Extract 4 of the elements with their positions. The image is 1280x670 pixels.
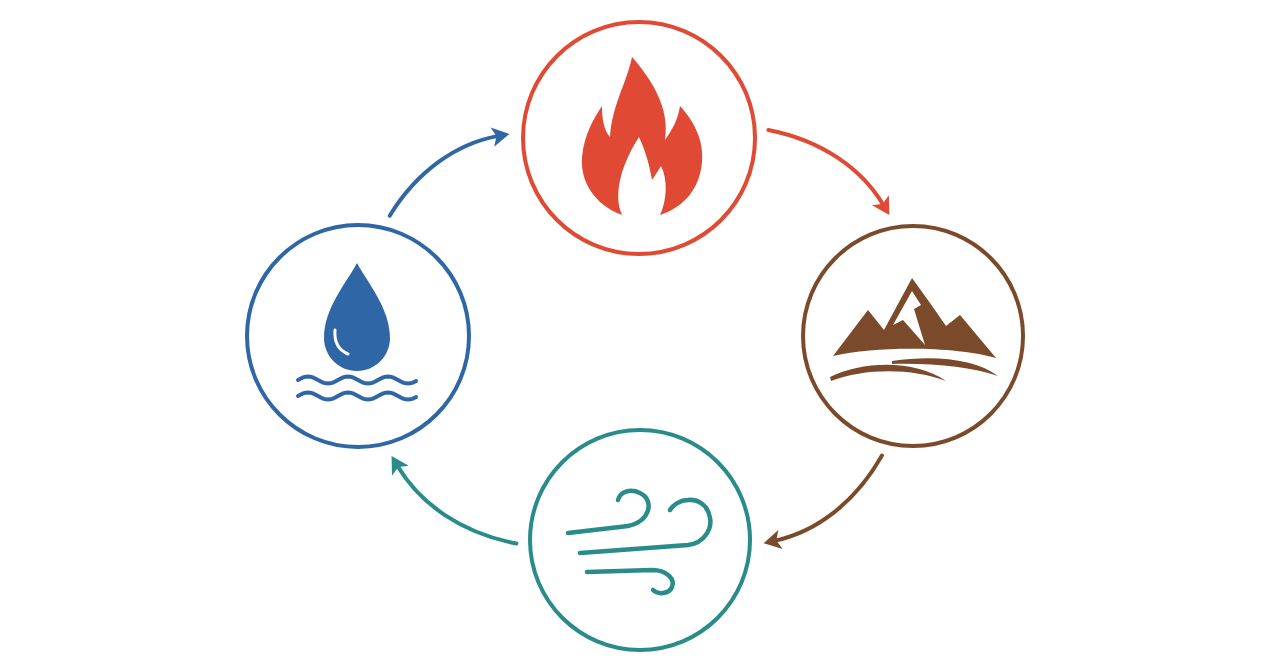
circle <box>245 223 471 449</box>
circle <box>521 20 757 256</box>
circle <box>528 428 752 652</box>
circle <box>801 224 1025 448</box>
